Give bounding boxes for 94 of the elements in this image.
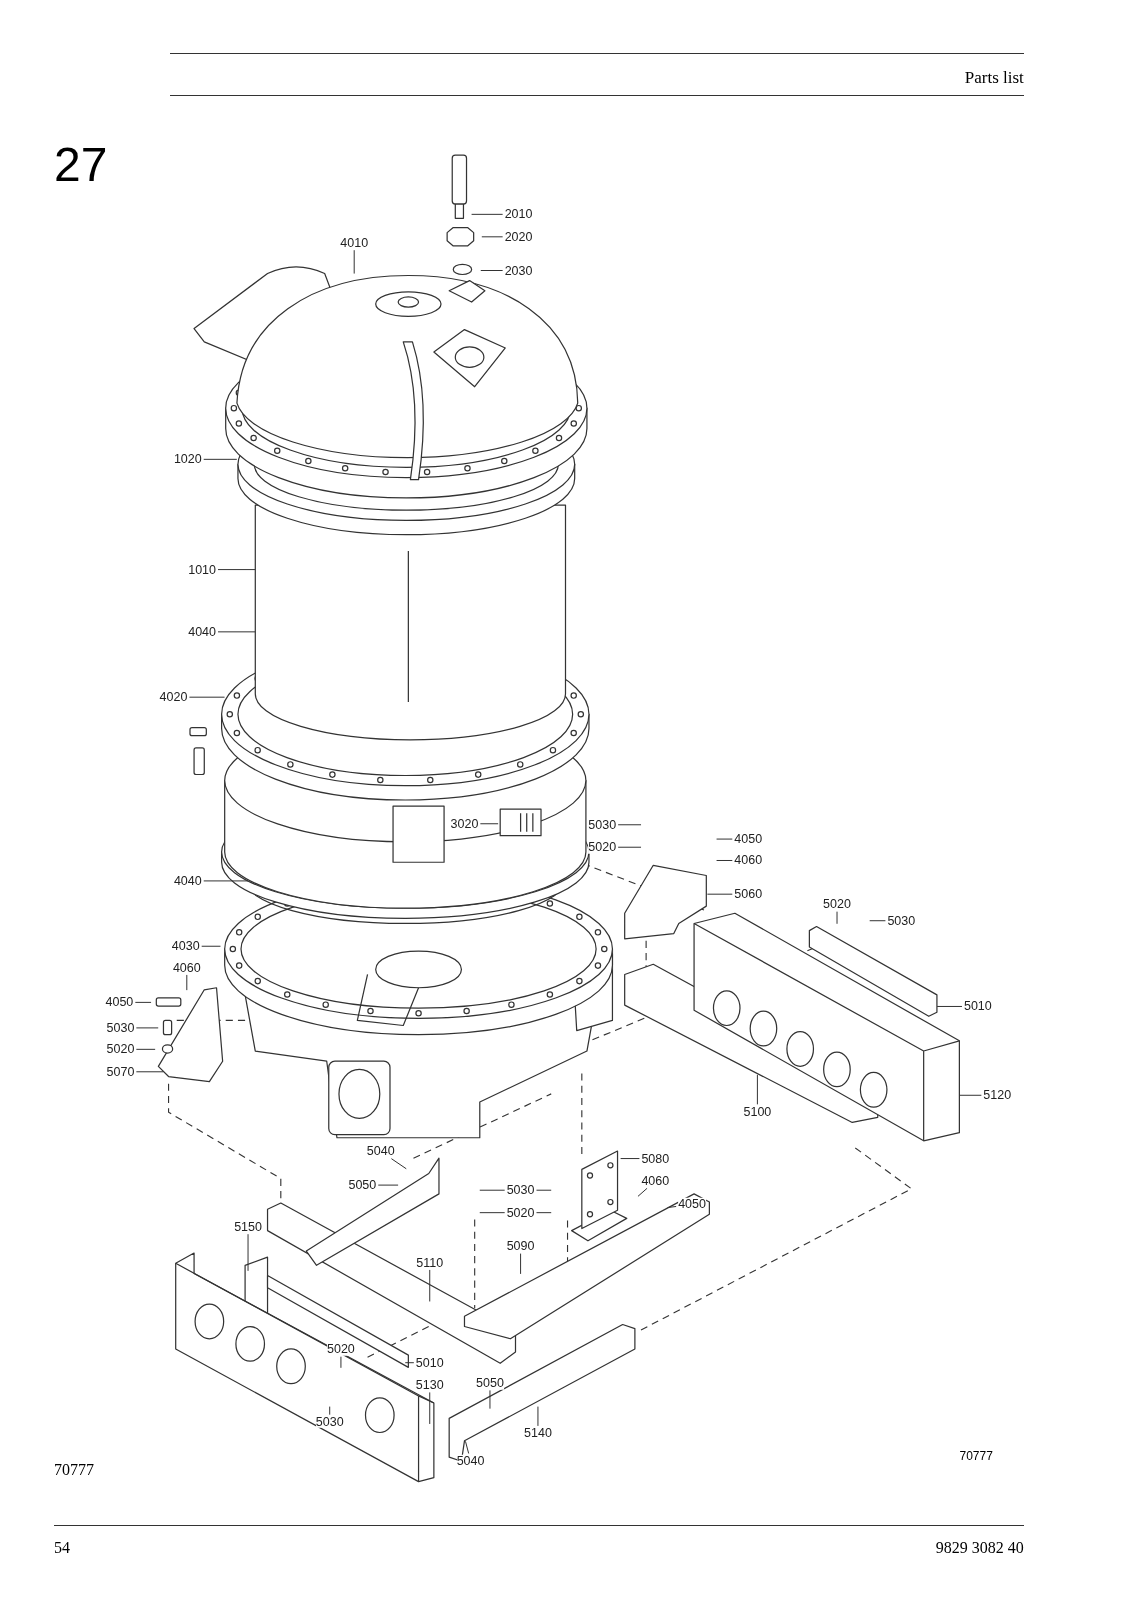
leader-line: [135, 1027, 159, 1029]
callout-number: 4050: [105, 996, 134, 1009]
callout-number: 4060: [734, 854, 763, 867]
callout-number: 5020: [823, 898, 851, 911]
callout-number: 5020: [588, 840, 617, 854]
leader-line: [959, 1094, 982, 1096]
callout-number: 5050: [348, 1178, 377, 1192]
leader-line: [536, 1189, 552, 1191]
callout-number: 1020: [173, 453, 202, 466]
page-number: 54: [54, 1540, 71, 1557]
leader-line: [936, 1005, 963, 1007]
leader-line: [869, 920, 886, 922]
leader-line: [429, 1391, 431, 1425]
leader-line: [667, 1206, 677, 1209]
callout-number: 2010: [504, 208, 533, 221]
callout-number: 5130: [415, 1378, 444, 1392]
leader-line: [135, 1048, 156, 1050]
leader-line: [217, 569, 256, 571]
leader-line: [353, 249, 355, 275]
leader-line: [480, 270, 504, 271]
callout-number: 2030: [504, 264, 533, 277]
leader-line: [620, 1158, 640, 1160]
callout-number: 5030: [588, 818, 617, 831]
leader-line: [203, 458, 238, 460]
leader-line: [329, 1406, 331, 1416]
callout-number: 4050: [678, 1198, 706, 1211]
leader-line: [756, 1074, 758, 1105]
callout-number: 5140: [524, 1426, 552, 1440]
callout-number: 4020: [159, 690, 188, 704]
leader-line: [537, 1406, 539, 1427]
callout-number: 5070: [106, 1065, 135, 1079]
reference-number: 9829 3082 40: [935, 1540, 1024, 1557]
callout-number: 5040: [456, 1454, 485, 1467]
callout-number: 5110: [416, 1256, 444, 1269]
callout-number: 4010: [340, 236, 369, 250]
callout-number: 5020: [327, 1343, 355, 1356]
callout-number: 3020: [450, 817, 479, 830]
callout-number: 5150: [234, 1220, 262, 1234]
leader-line: [390, 1158, 407, 1170]
leader-line: [479, 1212, 506, 1214]
callout-number: 2020: [504, 230, 533, 244]
leader-line: [134, 1001, 152, 1003]
leader-line: [489, 1389, 491, 1410]
leader-line: [377, 1184, 399, 1186]
callout-number: 4060: [641, 1174, 670, 1188]
leader-line: [429, 1269, 431, 1302]
callout-number: 4060: [172, 961, 201, 974]
page-heading: Parts list: [964, 68, 1024, 86]
callout-number: 5040: [366, 1145, 395, 1158]
reference-number: 70777: [959, 1449, 993, 1462]
leader-line: [135, 1071, 164, 1073]
leader-line: [188, 696, 226, 698]
callout-number: 4040: [173, 874, 202, 888]
leader-line: [247, 1233, 249, 1272]
callout-number: 5060: [734, 887, 763, 901]
leader-line: [716, 860, 733, 861]
callout-number: 5090: [506, 1240, 535, 1253]
leader-line: [340, 1356, 342, 1369]
callout-number: 5030: [506, 1183, 535, 1197]
callout-number: 5010: [963, 1000, 992, 1013]
leader-line: [706, 893, 733, 895]
reference-number: 70777: [54, 1461, 95, 1478]
leader-line: [464, 1440, 470, 1454]
leader-line: [217, 631, 256, 633]
section-number: 27: [54, 141, 108, 190]
leader-line: [479, 1189, 506, 1191]
callout-number: 5050: [476, 1376, 504, 1390]
leader-line: [203, 880, 249, 882]
callout-number: 4050: [734, 832, 763, 846]
leader-line: [716, 838, 733, 840]
callout-number: 5030: [887, 914, 916, 927]
callout-number: 5030: [106, 1021, 135, 1035]
callout-number: 5020: [506, 1206, 535, 1219]
leader-line: [836, 911, 838, 925]
leader-line: [479, 823, 499, 825]
leader-line: [201, 945, 221, 947]
leader-line: [536, 1212, 552, 1214]
leader-line: [404, 1362, 415, 1364]
callout-number: 5010: [415, 1356, 444, 1369]
callout-number: 5100: [743, 1105, 772, 1118]
leader-line: [471, 213, 504, 215]
leader-line: [520, 1253, 522, 1275]
callout-number: 5020: [106, 1043, 135, 1056]
callout-number: 5120: [983, 1089, 1012, 1102]
callout-number: 5080: [641, 1152, 670, 1165]
leader-line: [617, 846, 642, 848]
callout-number: 1010: [188, 563, 216, 576]
leader-line: [481, 236, 504, 238]
callout-number: 4030: [171, 940, 200, 953]
leader-line: [617, 824, 642, 826]
callout-number: 5030: [315, 1415, 344, 1429]
leader-line: [186, 974, 188, 991]
leader-line: [637, 1187, 648, 1197]
callout-number: 4040: [188, 625, 216, 639]
